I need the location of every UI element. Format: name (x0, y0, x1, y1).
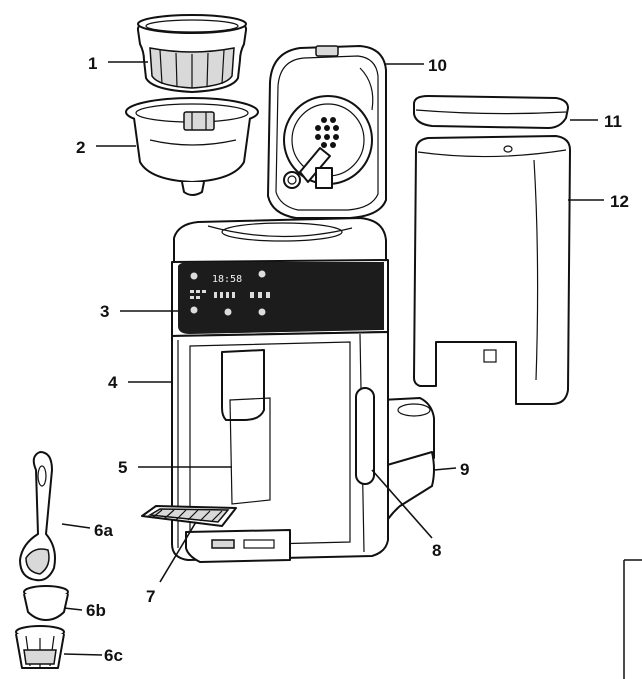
water-tank (413, 135, 571, 405)
filter-basket (137, 14, 247, 93)
control-panel (178, 262, 384, 334)
callout-9: 9 (460, 460, 469, 479)
callout-12: 12 (610, 192, 629, 211)
leader-lines (61, 61, 604, 656)
machine-body: 18:58 (171, 217, 435, 563)
callout-4: 4 (108, 373, 118, 392)
cup-adapter (23, 585, 69, 621)
filter-holder (125, 97, 259, 196)
pod-holder (15, 625, 65, 669)
tank-lid (413, 95, 569, 129)
measuring-spoon (19, 451, 56, 582)
callout-11: 11 (604, 112, 622, 131)
callout-5: 5 (118, 458, 127, 477)
callout-6b: 6b (86, 601, 106, 620)
callout-6a: 6a (94, 521, 113, 540)
callout-1: 1 (88, 54, 97, 73)
callout-2: 2 (76, 138, 85, 157)
callout-labels: 1 2 3 4 5 6a 6b 6c 7 8 9 10 11 12 (76, 54, 629, 665)
callout-10: 10 (428, 56, 447, 75)
lid (267, 45, 387, 219)
callout-3: 3 (100, 302, 109, 321)
callout-7: 7 (146, 587, 155, 606)
display-readout: 18:58 (212, 274, 242, 285)
callout-6c: 6c (104, 646, 123, 665)
callout-8: 8 (432, 541, 441, 560)
